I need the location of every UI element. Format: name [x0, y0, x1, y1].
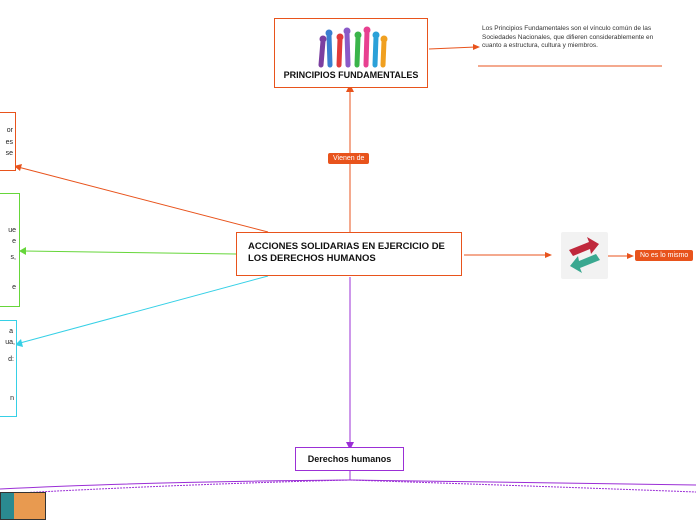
left-cyan-frag-1: a: [9, 328, 13, 335]
left-cyan-frag-2: ua,: [5, 339, 15, 346]
left-orange-frag-3: se: [5, 150, 13, 157]
derechos-node[interactable]: Derechos humanos: [295, 447, 404, 471]
left-node-cyan[interactable]: a ua, d: n: [0, 320, 17, 417]
central-title: ACCIONES SOLIDARIAS EN EJERCICIO DE LOS …: [248, 241, 445, 264]
principios-note: Los Principios Fundamentales son el vínc…: [482, 25, 654, 50]
left-green-frag-4: e: [12, 284, 16, 291]
branch-left-2: [0, 479, 351, 495]
raised-hands-image: [315, 25, 389, 69]
arrows-image-node[interactable]: [561, 232, 608, 279]
arrowhead-no-es: [627, 253, 634, 259]
principios-title: PRINCIPIOS FUNDAMENTALES: [283, 70, 419, 80]
left-node-orange[interactable]: or es se: [0, 112, 16, 171]
red-green-arrows-icon: [569, 237, 600, 273]
arrowhead-left-orange: [14, 164, 22, 171]
branch-right-1: [349, 479, 696, 486]
arrowhead-left-green: [19, 247, 26, 255]
arrowhead-derechos: [346, 442, 354, 450]
left-node-green[interactable]: ue e s, e: [0, 193, 20, 307]
link-left-green: [23, 250, 237, 255]
tag-no-es-lo-mismo: No es lo mismo: [635, 250, 694, 261]
bottom-left-image: [0, 492, 46, 520]
link-note: [428, 46, 477, 50]
principios-node[interactable]: PRINCIPIOS FUNDAMENTALES: [274, 18, 428, 88]
link-left-orange: [17, 166, 269, 233]
central-node[interactable]: ACCIONES SOLIDARIAS EN EJERCICIO DE LOS …: [236, 232, 462, 276]
left-cyan-frag-4: n: [10, 395, 14, 402]
link-left-cyan: [19, 275, 269, 344]
left-orange-frag-2: es: [5, 139, 13, 146]
derechos-title: Derechos humanos: [307, 454, 392, 464]
tag-vienen-de: Vienen de: [328, 153, 370, 164]
branch-right-2: [349, 479, 696, 493]
left-green-frag-3: s,: [10, 254, 16, 261]
arrowhead-arrows: [545, 252, 552, 258]
arrowhead-note: [473, 44, 480, 50]
left-cyan-frag-3: d:: [8, 356, 14, 363]
left-orange-frag-1: or: [6, 127, 13, 134]
arrowhead-left-cyan: [15, 339, 23, 347]
left-green-frag-1: ue: [8, 227, 16, 234]
branch-left-1: [0, 479, 351, 490]
arrowhead-principios: [346, 84, 354, 92]
left-green-frag-2: e: [12, 238, 16, 245]
